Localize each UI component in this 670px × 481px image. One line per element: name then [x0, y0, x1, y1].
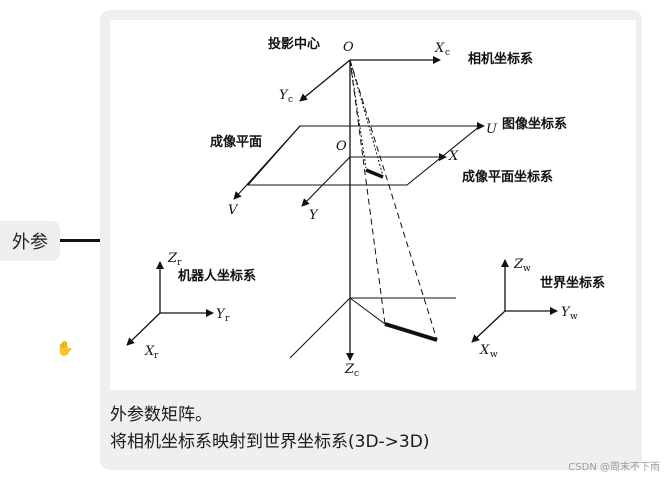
yw-subscript: w: [570, 312, 578, 322]
caption-line-2: 将相机坐标系映射到世界坐标系(3D->3D): [110, 432, 430, 452]
imaging-plane-label: 成像平面: [210, 134, 262, 150]
side-tag-extrinsic[interactable]: 外参: [0, 221, 60, 261]
plane-origin-label: O: [336, 139, 347, 154]
ray-4: [349, 59, 384, 177]
side-tag-label: 外参: [12, 232, 48, 253]
yw-label: Y: [561, 305, 571, 320]
y-axis-label: Y: [309, 208, 319, 223]
plane-y-axis: [301, 156, 351, 207]
x-axis-label: X: [448, 149, 459, 164]
zc-label: Z: [344, 362, 355, 377]
projection-center-label: 投影中心: [268, 36, 320, 52]
image-frame-label: 图像坐标系: [502, 116, 567, 132]
zc-subscript: c: [354, 369, 359, 379]
ray-3: [349, 59, 367, 169]
zr-label: Z: [167, 251, 178, 266]
ray-1: [349, 59, 386, 325]
robot-x-axis: [126, 312, 161, 346]
camera-origin-label: O: [343, 40, 354, 55]
connector-line: [60, 239, 100, 242]
caption-line-1: 外参数矩阵。: [110, 405, 212, 425]
ray-2: [349, 59, 438, 341]
imaging-plane-frame-label: 成像平面坐标系: [462, 169, 553, 185]
xw-subscript: w: [490, 350, 498, 360]
ground-line-diagonal: [289, 297, 351, 359]
hand-cursor-icon: ✋: [56, 341, 74, 357]
world-segment-ray: [349, 297, 386, 325]
zw-label: Z: [513, 257, 524, 272]
xr-label: X: [144, 344, 155, 359]
yr-label: Y: [216, 307, 226, 322]
world-frame-label: 世界坐标系: [540, 275, 605, 291]
yc-label: Y: [279, 88, 289, 103]
xr-subscript: r: [154, 351, 159, 361]
watermark: CSDN @周末不下雨: [568, 462, 660, 473]
yc-subscript: c: [288, 95, 293, 105]
zr-subscript: r: [177, 258, 182, 268]
image-v-axis: [233, 125, 301, 200]
xc-label: X: [434, 41, 445, 56]
xw-label: X: [479, 343, 490, 358]
camera-frame-label: 相机坐标系: [468, 51, 533, 67]
robot-frame-label: 机器人坐标系: [178, 268, 256, 284]
xc-subscript: c: [445, 48, 450, 58]
v-axis-label: V: [228, 203, 239, 218]
u-axis-label: U: [486, 122, 498, 137]
projected-segment: [365, 168, 384, 179]
world-x-axis: [471, 310, 506, 343]
diagram-frame: [110, 20, 636, 390]
zw-subscript: w: [523, 264, 531, 274]
yr-subscript: r: [225, 314, 230, 324]
object-segment: [384, 322, 438, 342]
card-caption: 外参数矩阵。 将相机坐标系映射到世界坐标系(3D->3D): [110, 402, 630, 456]
camera-y-axis: [299, 59, 351, 102]
